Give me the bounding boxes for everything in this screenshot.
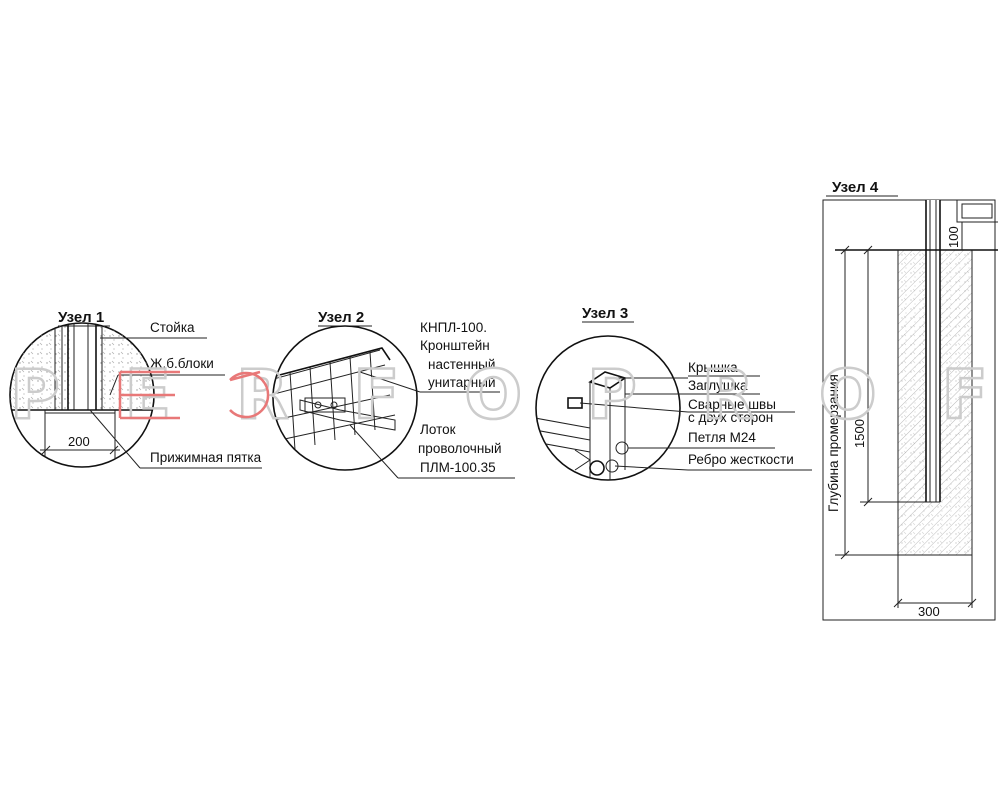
- node3-title: Узел 3: [582, 305, 628, 322]
- node3-detail: Узел 3 Крышка Заглушка Сварные швы с дву…: [535, 305, 812, 481]
- node4-dim-depth: 1500: [852, 419, 867, 448]
- node2-label-bracket-4: унитарный: [428, 375, 496, 390]
- node3-label-plug: Заглушка: [688, 378, 748, 393]
- node2-label-bracket-1: КНПЛ-100.: [420, 320, 487, 335]
- node3-label-cap: Крышка: [688, 360, 738, 375]
- node4-dim-top: 100: [946, 226, 961, 248]
- node3-label-hinge: Петля М24: [688, 430, 756, 445]
- node1-label-stoyka: Стойка: [150, 320, 195, 335]
- node2-detail: Узел 2 КНПЛ-100. Кронштейн настенный уни…: [272, 309, 515, 479]
- node2-label-tray-3: ПЛМ-100.35: [420, 460, 496, 475]
- node4-detail: Узел 4 1500 Глубина промерзания 100 300: [822, 179, 998, 621]
- node1-title: Узел 1: [58, 309, 104, 326]
- node3-label-welds-1: Сварные швы: [688, 397, 776, 412]
- node2-label-tray-2: проволочный: [418, 441, 502, 456]
- node3-label-welds-2: с двух сторон: [688, 410, 773, 425]
- node4-dim-width: 300: [918, 604, 940, 619]
- node4-frost-depth-label: Глубина промерзания: [826, 374, 841, 512]
- watermark-accent-right: [229, 370, 270, 419]
- node4-title: Узел 4: [832, 179, 879, 196]
- node1-label-blocks: Ж.б.блоки: [150, 356, 214, 371]
- node1-dim-200: 200: [68, 434, 90, 449]
- watermark-accent-left: [118, 370, 180, 420]
- watermark: PERFOPROF: [9, 355, 990, 437]
- node2-label-bracket-2: Кронштейн: [420, 338, 490, 353]
- node2-label-tray-1: Лоток: [420, 422, 456, 437]
- node2-title: Узел 2: [318, 309, 364, 326]
- node1-label-heel: Прижимная пятка: [150, 450, 262, 465]
- node2-label-bracket-3: настенный: [428, 357, 495, 372]
- node3-label-rib: Ребро жесткости: [688, 452, 794, 467]
